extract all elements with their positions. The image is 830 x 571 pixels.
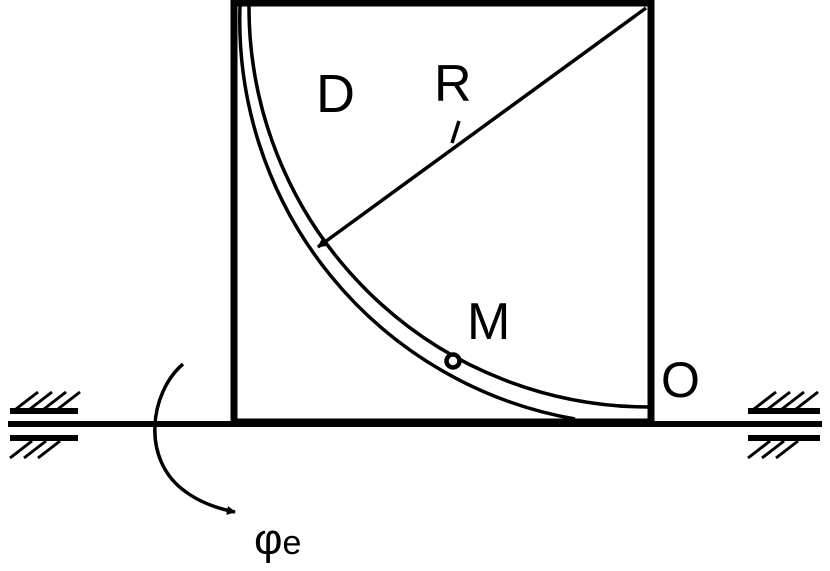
- channel-outer-arc: [238, 5, 576, 421]
- center-label: O: [661, 352, 700, 408]
- right-bearing-icon: [747, 390, 820, 460]
- plate-square: [230, 0, 655, 426]
- point-m-marker: [444, 352, 462, 370]
- left-bearing-icon: [9, 390, 81, 460]
- radius-label-tick: [450, 120, 461, 144]
- rotation-angle-label: φe: [254, 515, 301, 564]
- plate-label: D: [316, 64, 355, 124]
- radius-arrow-icon: [316, 6, 648, 249]
- radius-label: R: [434, 55, 472, 113]
- channel-inner-arc: [247, 5, 652, 409]
- point-label: M: [467, 293, 510, 351]
- rotation-subscript: e: [283, 524, 302, 562]
- rotation-symbol: φ: [254, 515, 283, 564]
- rotation-arrow-icon: [153, 362, 236, 515]
